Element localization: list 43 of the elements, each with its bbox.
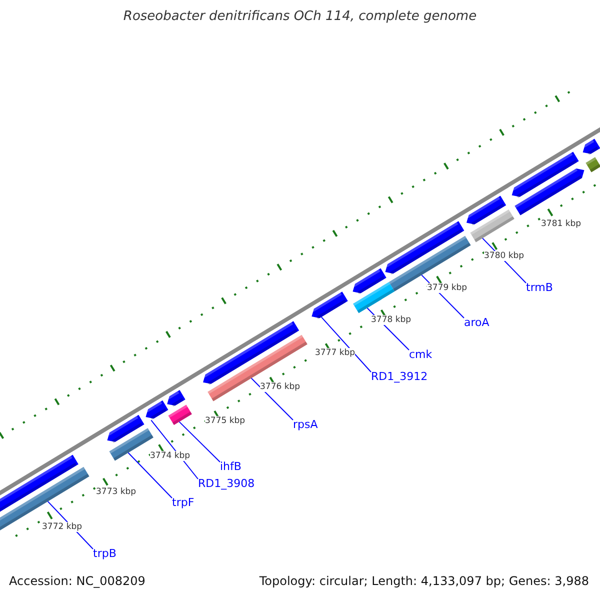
- gene-block: [146, 400, 168, 420]
- leader-line: [250, 378, 294, 420]
- gene-block: [312, 292, 348, 320]
- scale-label: 3779 kbp: [427, 283, 468, 293]
- gene-block: [167, 390, 186, 407]
- scale-label: 3778 kbp: [371, 315, 412, 325]
- gene-label: cmk: [409, 348, 432, 361]
- genome-info-text: Topology: circular; Length: 4,133,097 bp; Genes: 3,988: [259, 574, 589, 588]
- gene-label: aroA: [464, 316, 490, 329]
- gene-block: [168, 404, 192, 426]
- gene-label: rpsA: [293, 418, 318, 431]
- gene-block: [470, 209, 514, 242]
- gene-block: [582, 138, 600, 155]
- gene-block: [512, 152, 579, 198]
- leader-line: [128, 452, 172, 498]
- scale-label: 3773 kbp: [96, 487, 136, 497]
- scale-label: 3772 kbp: [42, 522, 82, 532]
- gene-label: trmB: [526, 281, 553, 294]
- gene-block: [385, 221, 464, 275]
- gene-label: RD1_3912: [371, 370, 428, 383]
- scale-label: 3776 kbp: [260, 382, 300, 392]
- scale-label: 3777 kbp: [315, 348, 356, 358]
- gene-label: trpF: [172, 496, 194, 509]
- leader-line: [320, 316, 372, 372]
- gene-block: [388, 236, 471, 292]
- gene-block: [107, 414, 144, 443]
- gene-block: [353, 282, 395, 314]
- scale-label: 3781 kbp: [541, 219, 582, 229]
- scale-label: 3780 kbp: [484, 251, 524, 261]
- scale-label: 3774 kbp: [150, 451, 190, 461]
- gene-block: [0, 466, 90, 531]
- gene-block: [466, 196, 506, 226]
- accession-text: Accession: NC_008209: [9, 574, 146, 588]
- gene-block: [352, 268, 386, 294]
- leader-line: [178, 421, 220, 462]
- gene-label: ihfB: [220, 460, 242, 473]
- scale-label: 3775 kbp: [205, 416, 246, 426]
- gene-label: trpB: [93, 547, 116, 560]
- gene-block: [586, 157, 600, 172]
- gene-block: [514, 168, 584, 216]
- gene-block: [208, 334, 308, 402]
- gene-label: RD1_3908: [198, 477, 255, 490]
- title: Roseobacter denitrificans OCh 114, complete genome: [122, 9, 478, 24]
